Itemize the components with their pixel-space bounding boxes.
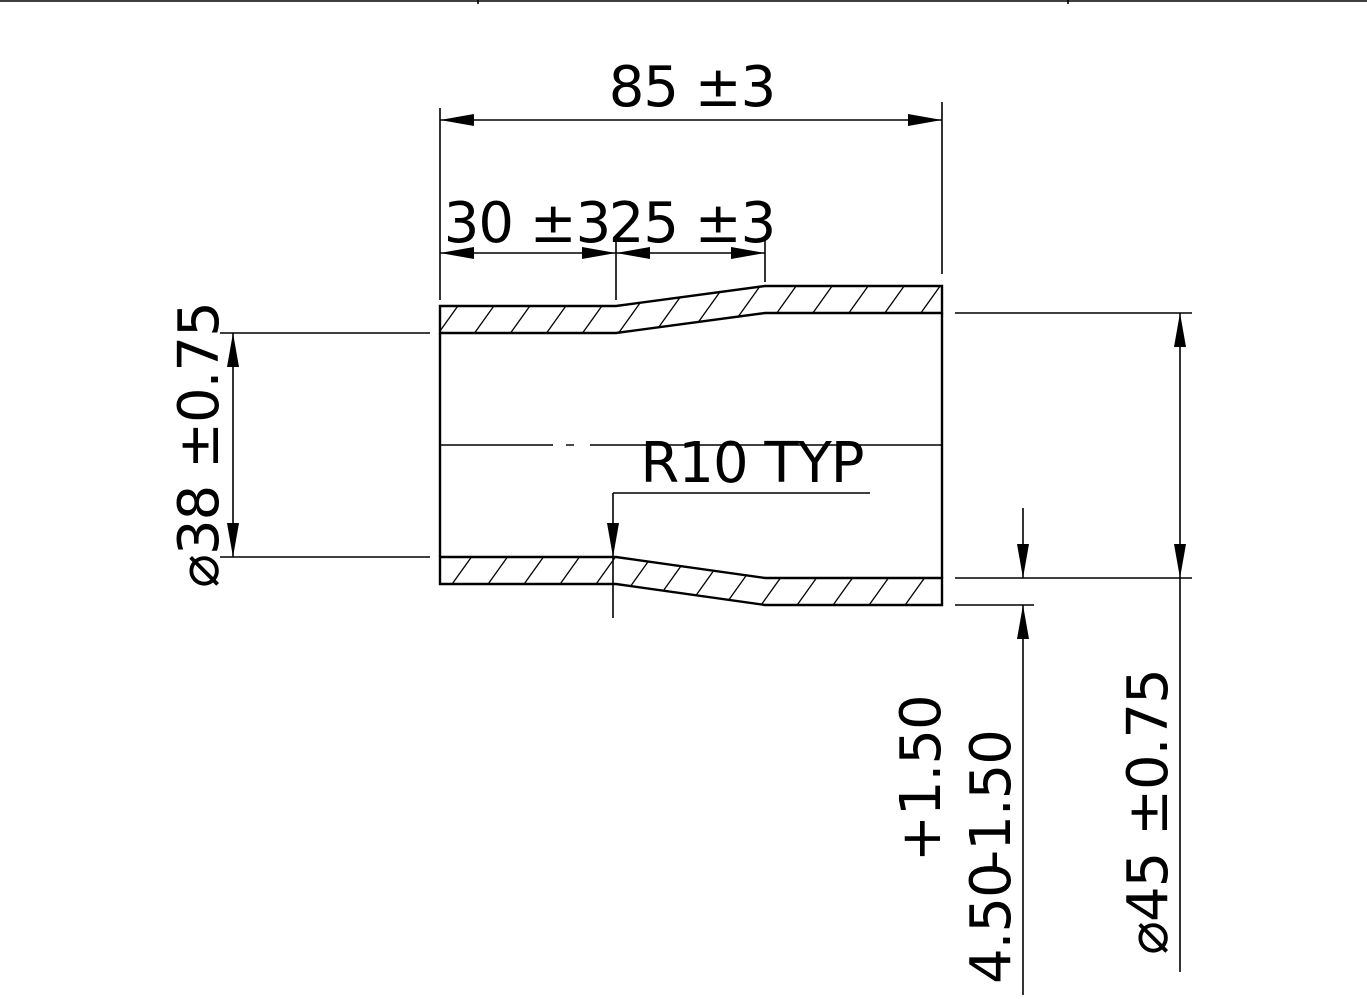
wall-thickness-nominal-label: 4.50 bbox=[959, 863, 1024, 984]
small-diameter-label: ⌀38 ±0.75 bbox=[167, 302, 232, 587]
radius-callout: R10 TYP bbox=[607, 431, 870, 618]
large-diameter-label: ⌀45 ±0.75 bbox=[1116, 669, 1181, 954]
bottom-wall-section bbox=[438, 555, 944, 607]
dimension-overall-length: 85 ±3 bbox=[439, 55, 943, 300]
dimension-wall-thickness: 4.50 -1.50 +1.50 bbox=[889, 508, 1034, 995]
overall-length-label: 85 ±3 bbox=[609, 55, 776, 120]
sheet-border bbox=[0, 0, 1367, 4]
radius-note-label: R10 TYP bbox=[640, 431, 863, 496]
wall-thickness-lower-tol-label: -1.50 bbox=[959, 730, 1024, 870]
dimension-large-diameter: ⌀45 ±0.75 bbox=[955, 312, 1192, 972]
dimension-small-diameter: ⌀38 ±0.75 bbox=[167, 302, 430, 588]
taper-length-label: 25 ±3 bbox=[609, 191, 776, 256]
small-end-length-label: 30 ±3 bbox=[444, 191, 611, 256]
wall-thickness-upper-tol-label: +1.50 bbox=[889, 695, 954, 862]
dimension-section-lengths: 30 ±3 25 ±3 bbox=[440, 191, 776, 300]
